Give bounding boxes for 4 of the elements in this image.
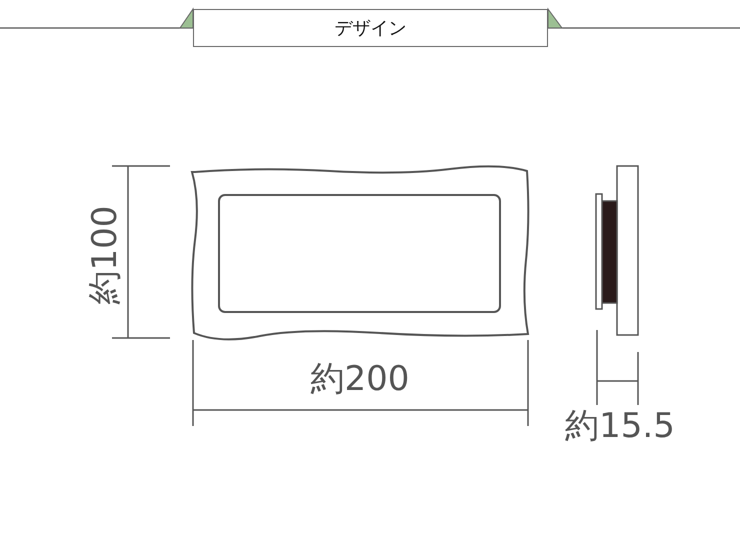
dimension-label: 約15.5	[564, 409, 676, 443]
title-banner: デザイン	[193, 9, 548, 47]
dimension-label: 約200	[310, 362, 410, 396]
dimension-label: 約100	[88, 204, 122, 306]
